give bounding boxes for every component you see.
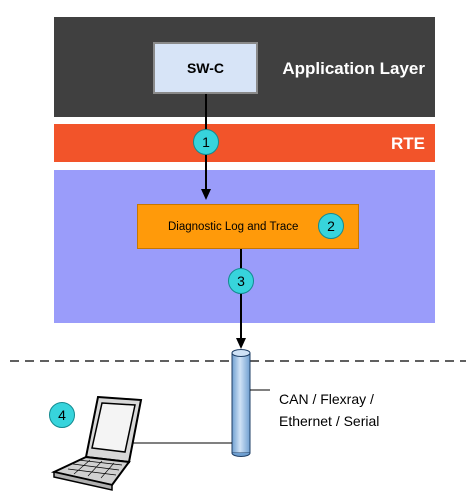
application-layer-label: Application Layer [282,59,425,78]
bus-label: CAN / Flexray / Ethernet / Serial [279,391,380,429]
laptop-icon [50,395,143,491]
step-badge-3: 3 [228,268,254,294]
step-badge-4: 4 [49,402,75,428]
dlt-label: Diagnostic Log and Trace [168,220,299,233]
step-badge-2: 2 [318,213,344,239]
swc-label: SW-C [186,60,225,76]
bus-cylinder [231,349,251,457]
arrow-dlt-to-bus [236,249,246,349]
step-badge-1: 1 [193,129,219,155]
swc-component: SW-C [153,42,258,94]
dlt-component: Diagnostic Log and Trace [137,204,359,249]
rte-layer: RTE [54,124,435,162]
rte-layer-label: RTE [391,134,425,153]
